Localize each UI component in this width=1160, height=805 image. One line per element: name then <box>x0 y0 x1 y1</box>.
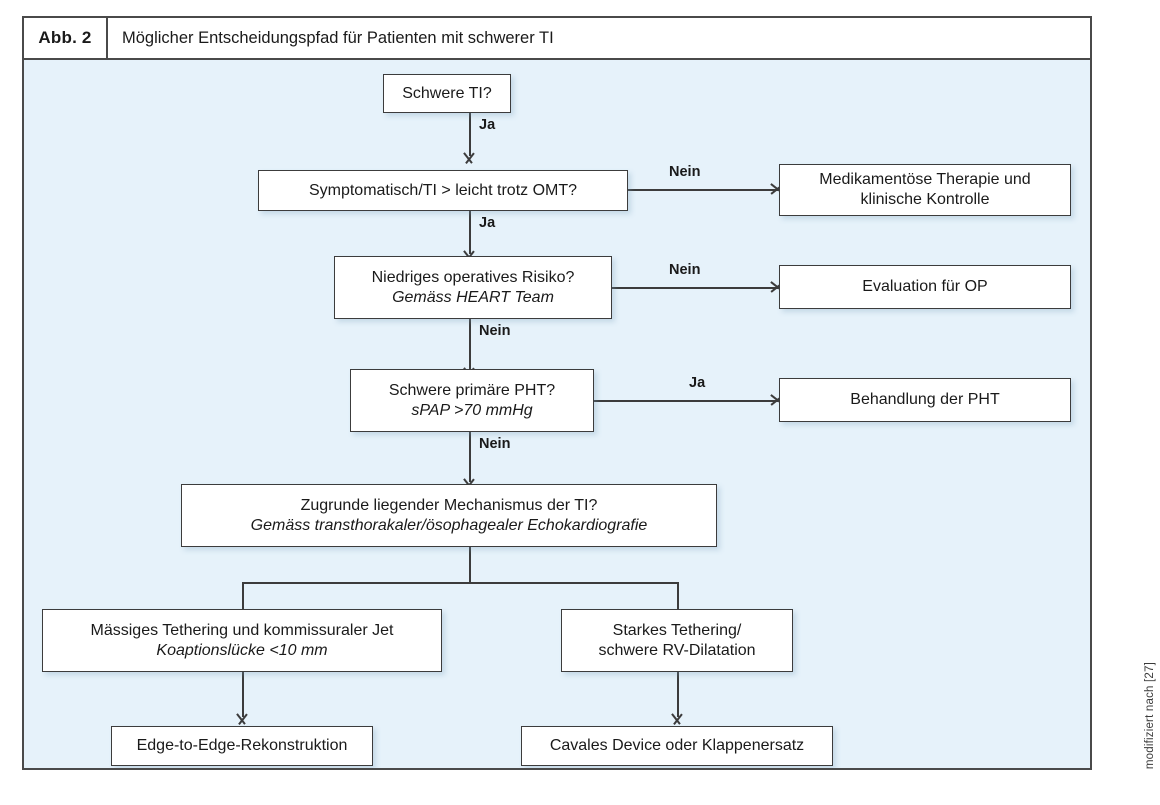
node-decision-pht-line2: sPAP >70 mmHg <box>411 401 533 419</box>
node-decision-symptomatic-line1: Symptomatisch/TI > leicht trotz OMT? <box>308 181 578 199</box>
figure-title: Möglicher Entscheidungspfad für Patiente… <box>122 28 554 47</box>
node-outcome-medical-therapy[interactable]: Medikamentöse Therapie und klinische Kon… <box>779 164 1071 216</box>
connector-mechanism-stem <box>469 547 471 583</box>
connector-left-branch-to-outcome <box>242 672 244 717</box>
node-outcome-caval-device[interactable]: Cavales Device oder Klappenersatz <box>521 726 833 766</box>
node-decision-mechanism-line1: Zugrunde liegender Mechanismus der TI? <box>300 496 598 514</box>
connector-mechanism-left-drop <box>242 582 244 620</box>
node-outcome-surgery-evaluation[interactable]: Evaluation für OP <box>779 265 1071 309</box>
node-start[interactable]: Schwere TI? <box>383 74 511 113</box>
connector-symptomatic-yes <box>469 211 471 254</box>
node-outcome-medical-therapy-line2: klinische Kontrolle <box>860 191 990 208</box>
connector-right-branch-to-outcome <box>677 672 679 717</box>
node-decision-symptomatic[interactable]: Symptomatisch/TI > leicht trotz OMT? <box>258 170 628 211</box>
arrowhead-left-branch-outcome <box>234 714 250 725</box>
figure-canvas: Ja Nein Ja Nein Nein Ja Nein Schwere TI?… <box>24 60 1090 768</box>
node-branch-moderate-tethering-line1: Mässiges Tethering und kommissuraler Jet <box>90 621 394 639</box>
node-branch-moderate-tethering[interactable]: Mässiges Tethering und kommissuraler Jet… <box>42 609 442 672</box>
connector-surgical-risk-no <box>612 287 778 289</box>
connector-start-to-symptomatic <box>469 113 471 156</box>
node-outcome-edge-to-edge[interactable]: Edge-to-Edge-Rekonstruktion <box>111 726 373 766</box>
arrowhead-right-branch-outcome <box>669 714 685 725</box>
figure-caption-bar: Abb. 2 Möglicher Entscheidungspfad für P… <box>22 16 1092 60</box>
edge-label-surgical-risk-no-right: Nein <box>669 262 701 278</box>
node-branch-severe-tethering-line2: schwere RV-Dilatation <box>598 641 756 659</box>
node-branch-severe-tethering-line1: Starkes Tethering/ <box>612 621 742 639</box>
connector-mechanism-bus <box>242 582 678 584</box>
node-decision-mechanism-line2: Gemäss transthorakaler/ösophagealer Echo… <box>250 516 648 534</box>
connector-surgical-risk-down <box>469 319 471 371</box>
node-branch-severe-tethering[interactable]: Starkes Tethering/ schwere RV-Dilatation <box>561 609 793 672</box>
node-outcome-surgery-evaluation-line1: Evaluation für OP <box>862 278 988 296</box>
node-outcome-pht-treatment-line1: Behandlung der PHT <box>850 391 1000 409</box>
node-outcome-edge-to-edge-line1: Edge-to-Edge-Rekonstruktion <box>136 737 348 755</box>
edge-label-pht-yes: Ja <box>689 375 706 391</box>
node-decision-surgical-risk[interactable]: Niedriges operatives Risiko? Gemäss HEAR… <box>334 256 612 319</box>
node-decision-mechanism[interactable]: Zugrunde liegender Mechanismus der TI? G… <box>181 484 717 547</box>
connector-symptomatic-no <box>628 189 778 191</box>
edge-label-symptomatic-no: Nein <box>669 164 701 180</box>
figure-number: Abb. 2 <box>24 18 108 58</box>
arrowhead-start-to-symptomatic <box>461 153 477 164</box>
node-outcome-pht-treatment[interactable]: Behandlung der PHT <box>779 378 1071 422</box>
node-outcome-medical-therapy-line1: Medikamentöse Therapie und <box>819 171 1031 189</box>
node-start-line1: Schwere TI? <box>402 84 492 102</box>
node-decision-pht[interactable]: Schwere primäre PHT? sPAP >70 mmHg <box>350 369 594 432</box>
node-decision-pht-line1: Schwere primäre PHT? <box>388 381 556 399</box>
connector-mechanism-right-drop <box>677 582 679 620</box>
edge-label-start-to-symptomatic: Ja <box>479 117 496 133</box>
node-decision-surgical-risk-line1: Niedriges operatives Risiko? <box>371 268 575 286</box>
edge-label-surgical-risk-no-down: Nein <box>479 323 511 339</box>
node-branch-moderate-tethering-line2: Koaptionslücke <10 mm <box>156 641 328 659</box>
edge-label-pht-no: Nein <box>479 436 511 452</box>
node-outcome-caval-device-line1: Cavales Device oder Klappenersatz <box>549 737 805 755</box>
connector-pht-yes <box>594 400 778 402</box>
edge-label-symptomatic-yes: Ja <box>479 215 496 231</box>
source-note: modifiziert nach [27] <box>1144 661 1156 769</box>
node-decision-surgical-risk-line2: Gemäss HEART Team <box>392 288 554 306</box>
connector-pht-down <box>469 432 471 482</box>
